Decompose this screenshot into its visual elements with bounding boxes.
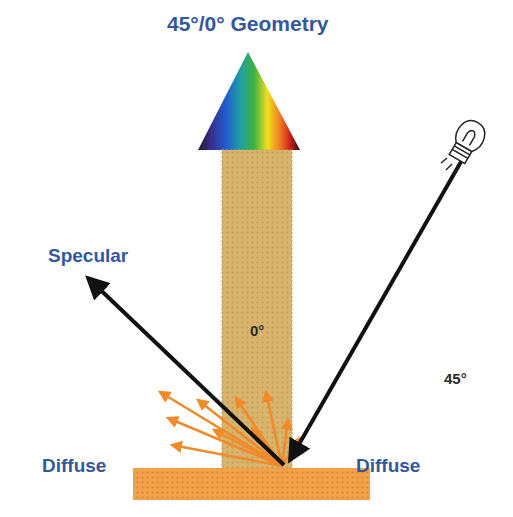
sample-surface: [133, 468, 370, 500]
diffuse-rays: [160, 392, 300, 466]
diagram-title: 45°/0° Geometry: [167, 12, 329, 36]
diffuse-label: Diffuse: [356, 455, 420, 477]
angle-label: 0°: [250, 322, 264, 339]
specular-ray: [88, 278, 284, 465]
diffuse-label: Diffuse: [42, 455, 106, 477]
angle-label: 45°: [444, 370, 467, 387]
specular-label: Specular: [48, 245, 128, 267]
incident-ray: [290, 160, 462, 460]
viewing-beam: [222, 150, 292, 468]
lamp-icon: [445, 116, 490, 166]
spectrum-prism: [198, 52, 300, 150]
light-marks: [441, 158, 458, 175]
